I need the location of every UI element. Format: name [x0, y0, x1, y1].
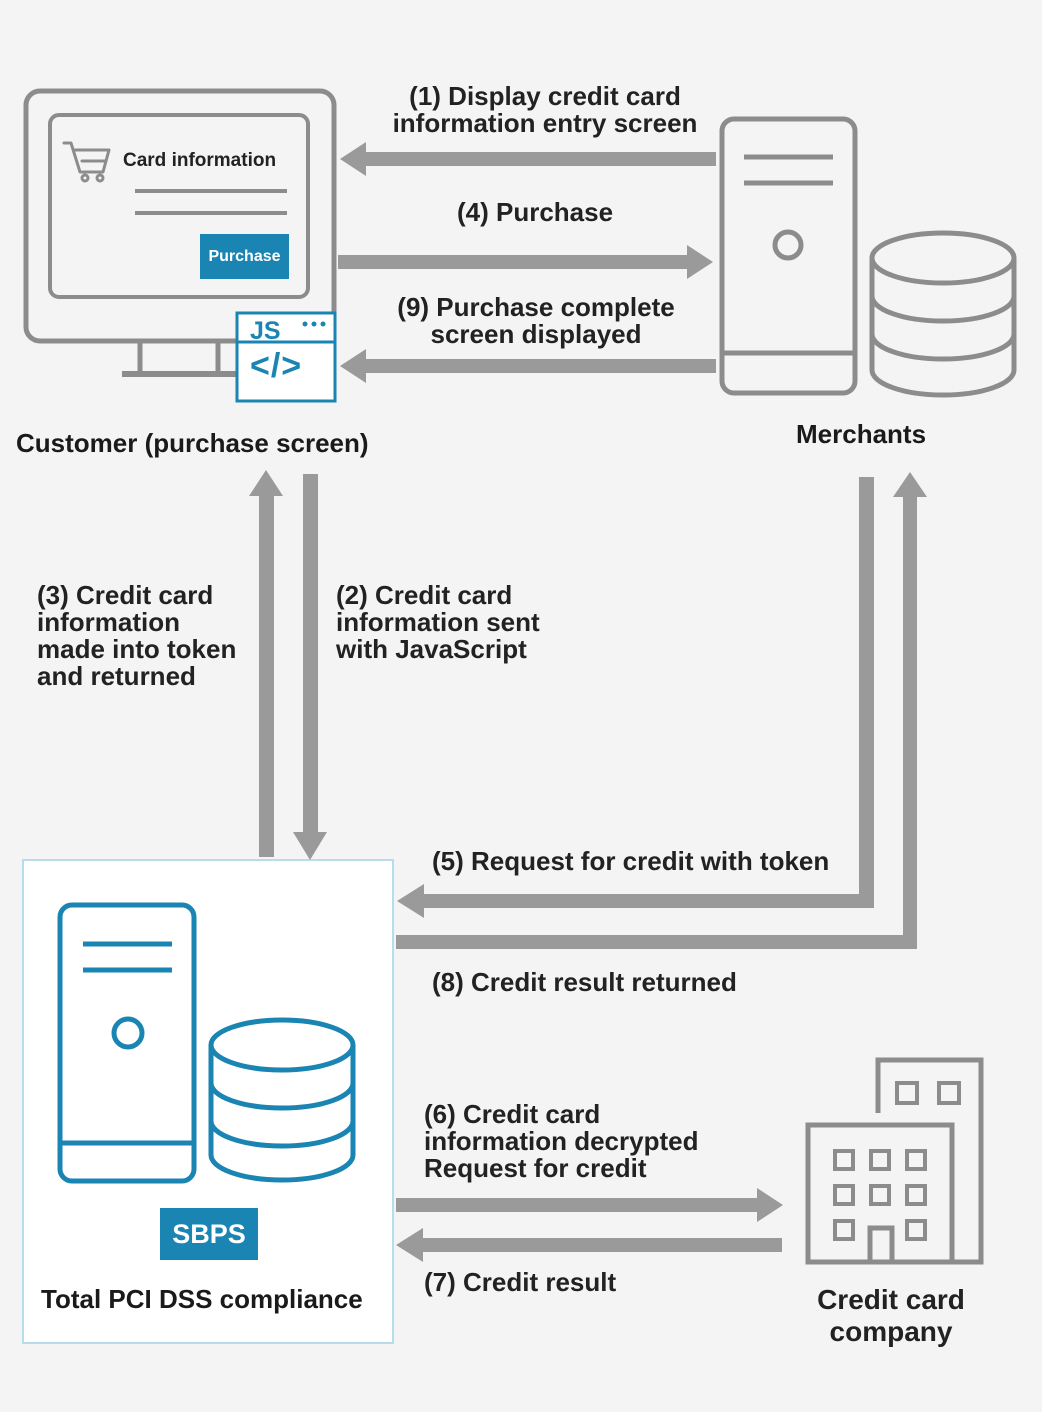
sbps-badge: SBPS	[160, 1208, 258, 1260]
arrow-step-3	[249, 470, 283, 857]
arrow-step-4	[338, 245, 713, 279]
customer-label: Customer (purchase screen)	[16, 428, 369, 458]
sbps-database-icon	[208, 1017, 356, 1183]
shopping-cart-icon	[62, 141, 111, 183]
arrow-step-8	[396, 472, 927, 949]
arrow-step-2	[293, 474, 327, 860]
js-badge-label: JS	[250, 317, 281, 345]
step-7-label: (7) Credit result	[424, 1267, 617, 1297]
step-9-label: (9) Purchase complete screen displayed	[397, 292, 675, 349]
sbps-label: Total PCI DSS compliance	[41, 1284, 363, 1314]
flow-arrows	[249, 142, 927, 1262]
credit-card-company-label: Credit card company	[817, 1284, 965, 1347]
javascript-code-icon	[235, 311, 337, 403]
step-1-label: (1) Display credit card information entr…	[392, 81, 698, 138]
monitor-icon	[23, 88, 337, 377]
arrow-step-1	[340, 142, 716, 176]
arrow-step-7	[396, 1228, 782, 1262]
merchant-server-icon	[719, 116, 858, 396]
arrow-step-6	[396, 1188, 783, 1222]
step-6-label: (6) Credit card information decrypted Re…	[424, 1099, 699, 1183]
purchase-button[interactable]: Purchase	[200, 234, 289, 279]
step-8-label: (8) Credit result returned	[432, 967, 737, 997]
merchant-database-icon	[869, 230, 1017, 398]
step-3-label: (3) Credit card information made into to…	[37, 580, 237, 691]
card-information-label: Card information	[123, 150, 277, 171]
form-field-lines	[135, 189, 287, 215]
merchants-label: Merchants	[796, 419, 927, 449]
arrow-step-5	[397, 477, 874, 918]
arrow-step-9	[340, 349, 716, 383]
office-building-icon	[805, 1057, 984, 1265]
step-4-label: (4) Purchase	[457, 197, 614, 227]
step-2-label: (2) Credit card information sent with Ja…	[336, 580, 540, 664]
code-glyph: </>	[250, 347, 303, 385]
step-5-label: (5) Request for credit with token	[432, 846, 830, 876]
sbps-server-icon	[57, 902, 197, 1184]
